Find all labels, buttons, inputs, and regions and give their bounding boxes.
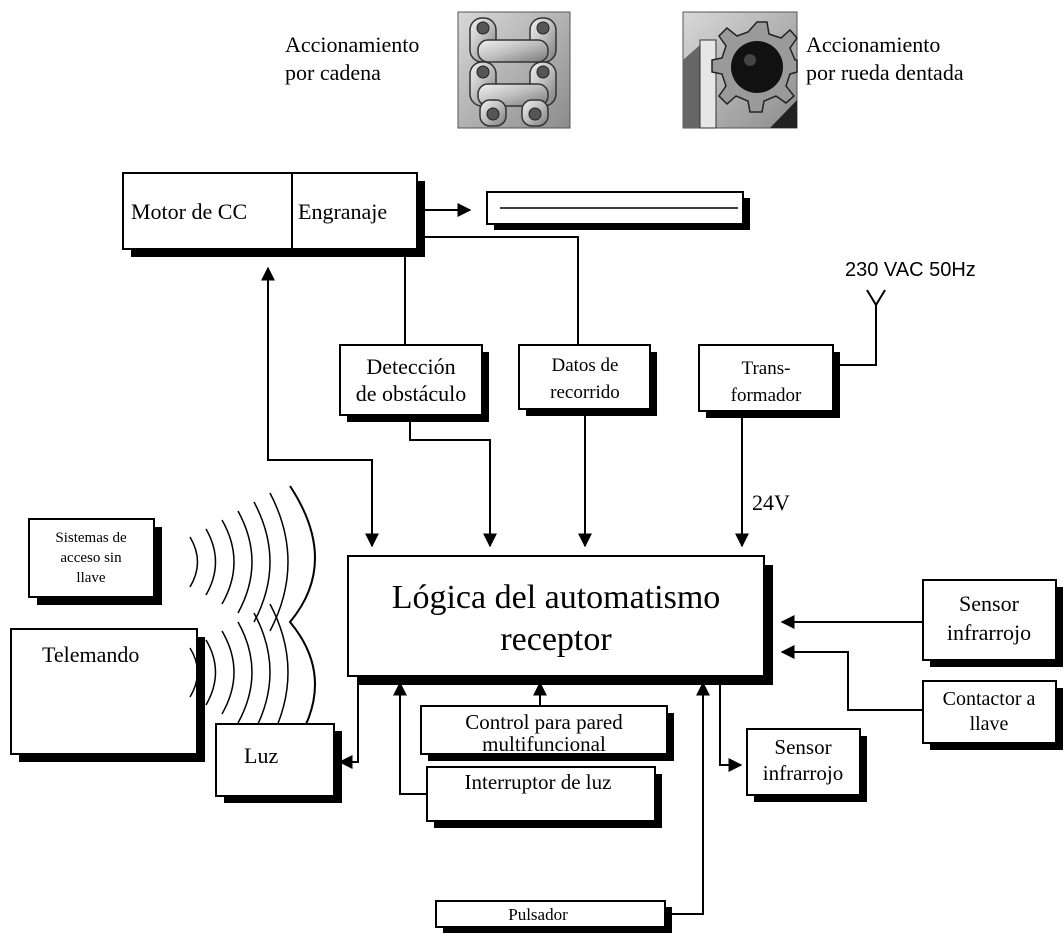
light-switch-to-logic-arrow (393, 681, 427, 795)
voltage-label: 24V (752, 490, 790, 515)
ir-sensor-bottom-block: Sensor infrarrojo (746, 728, 867, 802)
travel-data-block: Datos de recorrido (518, 344, 657, 416)
obstacle-label-2: de obstáculo (356, 381, 467, 406)
wall-control-block: Control para pared multifuncional (420, 705, 674, 761)
travel-label: Datos de (551, 355, 618, 376)
gear-drive-label: Accionamiento (806, 32, 940, 57)
ir-sensor-right-label: Sensor (959, 591, 1020, 616)
push-button-block: Pulsador (435, 900, 672, 933)
light-switch-label: Interruptor de luz (465, 770, 612, 794)
ir-sensor-bottom-label: Sensor (774, 735, 831, 759)
key-switch-block: Contactor a llave (922, 680, 1063, 750)
logic-label-2: receptor (500, 621, 612, 658)
light-label: Luz (244, 743, 278, 768)
gearbox-label: Engranaje (298, 199, 387, 224)
chain-drive-icon (457, 11, 571, 129)
motor-control-arrow (261, 266, 379, 548)
logic-block: Lógica del automatismo receptor (347, 555, 773, 685)
push-button-label: Pulsador (508, 905, 568, 924)
logic-to-light-arrow (338, 676, 359, 769)
push-button-to-logic-arrow (665, 681, 710, 915)
remote-label: Telemando (42, 642, 139, 667)
ir-sensor-right-block: Sensor infrarrojo (922, 579, 1063, 667)
keyless-label-2: acceso sin (60, 550, 122, 566)
transformer-label: Trans- (742, 358, 791, 379)
chain-drive-label: Accionamiento (285, 32, 419, 57)
transformer-label-2: formador (731, 385, 802, 406)
light-switch-block: Interruptor de luz (426, 766, 662, 828)
remote-block: Telemando (10, 628, 205, 762)
keyless-label-3: llave (76, 570, 105, 586)
motor-gearbox-block: Motor de CC Engranaje (122, 172, 425, 257)
motor-label: Motor de CC (131, 199, 247, 224)
obstacle-label: Detección (366, 354, 455, 379)
rail-block (486, 191, 750, 230)
obstacle-to-logic-arrow (409, 415, 497, 548)
supply-label: 230 VAC 50Hz (845, 259, 976, 281)
obstacle-detection-block: Detección de obstáculo (339, 344, 489, 422)
wall-control-label: Control para pared (465, 710, 623, 734)
ir-sensor-right-label-2: infrarrojo (947, 620, 1031, 645)
chain-drive-label-2: por cadena (285, 60, 381, 85)
key-switch-label: Contactor a (943, 688, 1036, 710)
logic-label: Lógica del automatismo (392, 579, 721, 616)
key-switch-to-logic-arrow (780, 645, 923, 711)
transformer-block: Trans- formador (698, 344, 840, 418)
gear-drive-icon (682, 11, 798, 129)
light-block: Luz (215, 723, 342, 803)
wall-control-label-2: multifuncional (482, 732, 606, 756)
keyless-label: Sistemas de (55, 530, 127, 546)
radio-waves-icon (189, 485, 316, 753)
travel-feed-line (417, 236, 579, 345)
logic-to-ir-bottom-arrow (719, 676, 743, 772)
ir-sensor-bottom-label-2: infrarrojo (763, 761, 843, 785)
key-switch-label-2: llave (970, 713, 1009, 735)
travel-label-2: recorrido (550, 382, 620, 403)
keyless-access-block: Sistemas de acceso sin llave (28, 518, 162, 605)
gear-drive-label-2: por rueda dentada (806, 60, 964, 85)
antenna-icon (833, 289, 886, 366)
